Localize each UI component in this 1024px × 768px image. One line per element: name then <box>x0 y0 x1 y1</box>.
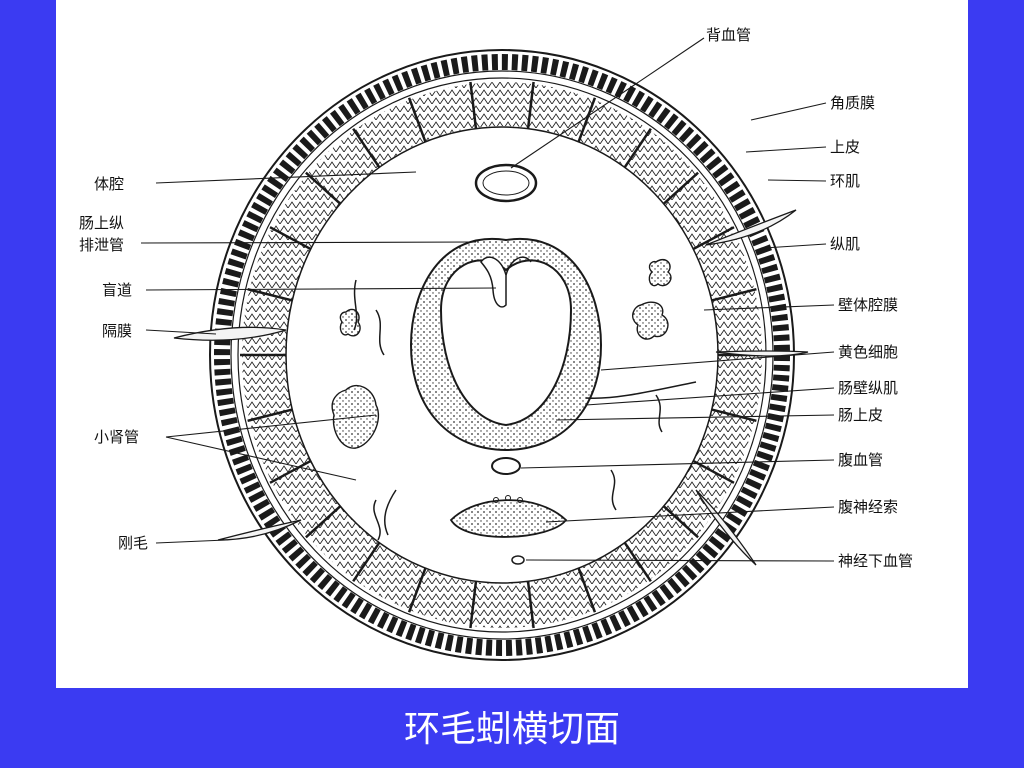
muscle-bundle-separator <box>352 127 381 169</box>
label-ventral-nerve-cord: 腹神经索 <box>838 498 898 516</box>
seta-left <box>173 326 287 341</box>
label-gut-longitudinal-muscle: 肠壁纵肌 <box>838 379 898 397</box>
muscle-bundle-separator <box>577 567 597 613</box>
labels-right: 背血管 角质膜 上皮 环肌 纵肌 壁体腔膜 黄色细胞 肠壁纵肌 肠上皮 腹血管 … <box>706 26 913 570</box>
muscle-bundle-separator <box>305 171 342 205</box>
label-cuticle: 角质膜 <box>830 94 875 112</box>
muscle-bundle-separator <box>469 581 478 629</box>
label-circular-muscle: 环肌 <box>830 172 860 190</box>
muscle-bundle-separator <box>269 226 312 251</box>
seta-bottom-left <box>217 519 302 541</box>
label-coelom: 体腔 <box>94 175 124 193</box>
muscle-bundle-separator <box>692 226 735 251</box>
label-setae: 刚毛 <box>118 534 148 552</box>
muscle-bundle-separator <box>352 541 381 583</box>
label-parietal-peritoneum: 壁体腔膜 <box>838 296 898 314</box>
muscle-bundle-separator <box>526 81 535 129</box>
muscle-bundle-separator <box>407 97 427 143</box>
label-longitudinal-muscle: 纵肌 <box>830 235 860 253</box>
label-dorsal-vessel: 背血管 <box>706 26 751 44</box>
muscle-bundle-separator <box>407 567 427 613</box>
muscle-bundle-separator <box>623 541 652 583</box>
slide-caption: 环毛蚓横切面 <box>403 709 620 750</box>
diagram-panel: 体腔 肠上纵 排泄管 盲道 隔膜 小肾管 刚毛 背血管 角质膜 上皮 环肌 纵肌… <box>56 0 968 688</box>
label-chloragogen-cells: 黄色细胞 <box>838 343 898 361</box>
label-ventral-vessel: 腹血管 <box>838 451 883 469</box>
typhlosole <box>480 256 507 308</box>
muscle-bundle-separator <box>247 408 293 423</box>
muscle-bundle-separator <box>662 171 699 205</box>
label-typhlosole: 盲道 <box>102 281 132 299</box>
cross-section-diagram: 体腔 肠上纵 排泄管 盲道 隔膜 小肾管 刚毛 背血管 角质膜 上皮 环肌 纵肌… <box>79 26 913 661</box>
intestine-lumen <box>439 259 573 427</box>
label-intestine-longitudinal: 肠上纵 <box>79 214 124 232</box>
muscle-bundle-separator <box>692 459 735 484</box>
muscle-bundle-separator <box>711 408 757 423</box>
intestine <box>409 237 603 452</box>
labels-left: 体腔 肠上纵 排泄管 盲道 隔膜 小肾管 刚毛 <box>79 175 148 552</box>
subneural-vessel <box>511 555 525 565</box>
ventral-nerve-cord <box>449 499 568 538</box>
label-epidermis: 上皮 <box>830 138 860 156</box>
muscle-bundle-separator <box>469 81 478 129</box>
seta-right-lower <box>695 489 757 566</box>
muscle-bundle-separator <box>662 505 699 539</box>
muscle-bundle-separator <box>623 127 652 169</box>
muscle-bundle-separator <box>305 505 342 539</box>
dorsal-vessel <box>474 163 538 203</box>
muscle-bundle-separator <box>526 581 535 629</box>
label-excretory-duct: 排泄管 <box>79 236 124 254</box>
yellow-cells-lower <box>632 301 669 340</box>
ventral-vessel <box>491 457 521 475</box>
muscle-bundle-separator <box>247 287 293 302</box>
label-subneural-vessel: 神经下血管 <box>838 552 913 570</box>
muscle-bundle-separator <box>711 287 757 302</box>
muscle-bundle-separator <box>577 97 597 143</box>
muscle-bundle-separator <box>269 459 312 484</box>
label-gut-epithelium: 肠上皮 <box>838 406 883 424</box>
leader-lines <box>140 37 835 562</box>
label-septum: 隔膜 <box>102 322 132 340</box>
label-micronephridia: 小肾管 <box>94 428 139 446</box>
yellow-cells-upper <box>648 258 672 287</box>
seta-right-upper <box>705 209 797 246</box>
